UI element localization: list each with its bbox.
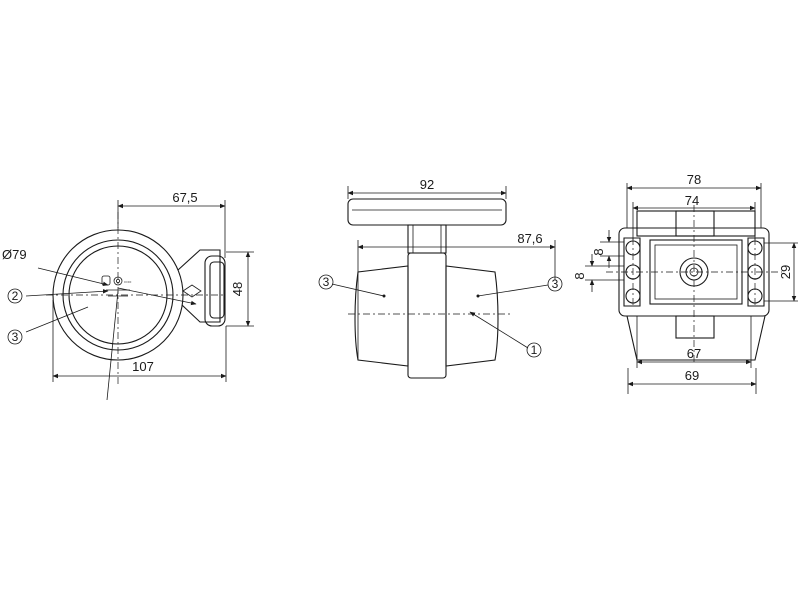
front-leader-2	[25, 289, 109, 297]
front-leader-diameter	[37, 267, 109, 286]
front-dim-107: 107	[132, 359, 154, 374]
rear-dim-29: 29	[778, 265, 793, 279]
rear-right-frame	[747, 237, 765, 307]
front-callout-2: 2	[12, 289, 19, 303]
side-callout-1-circle	[526, 342, 542, 358]
rear-left-frame	[623, 237, 641, 307]
side-leader-1	[469, 311, 529, 349]
front-leader-bracket	[117, 287, 197, 306]
side-stem	[407, 224, 447, 254]
front-marking-text: ▭▭	[124, 279, 132, 284]
side-view: 92 87,6 3 3 1	[318, 177, 563, 379]
side-dim-876: 87,6	[517, 231, 542, 246]
side-dim-92: 92	[420, 177, 434, 192]
rear-top-protrusion	[636, 210, 756, 237]
side-callout-3-right: 3	[552, 277, 559, 291]
rear-dim-74: 74	[685, 193, 699, 208]
side-callout-3-left: 3	[323, 275, 330, 289]
rear-dim-78: 78	[687, 172, 701, 187]
side-callout-1: 1	[531, 343, 538, 357]
side-callout-3-left-circle	[318, 274, 334, 290]
front-bracket	[177, 249, 221, 323]
front-bracket-diamond	[182, 284, 202, 298]
side-leader-3-left	[331, 283, 385, 297]
side-leader-3-right	[477, 284, 549, 297]
front-callout-2-circle	[7, 288, 23, 304]
front-dim-675: 67,5	[172, 190, 197, 205]
side-body-right	[445, 265, 499, 367]
rear-bottom-stem	[675, 315, 715, 339]
front-callout-3: 3	[12, 330, 19, 344]
rear-dim-8a: 8	[591, 248, 606, 255]
side-body-center	[407, 252, 447, 379]
front-leader-3	[25, 306, 89, 333]
front-dim-48: 48	[230, 282, 245, 296]
front-view: ▭▭ 67,5 48 107 Ø79 2	[2, 190, 254, 401]
rear-top-stem	[675, 210, 715, 237]
side-callout-3-right-circle	[547, 276, 563, 292]
side-mount-plate	[347, 198, 507, 226]
side-body-left	[354, 265, 409, 367]
rear-dim-8b: 8	[572, 272, 587, 279]
front-callout-3-circle	[7, 329, 23, 345]
rear-dim-69: 69	[685, 368, 699, 383]
rear-view: 78 74 8 8 29 67 69	[572, 172, 798, 394]
front-bracket-pad	[204, 255, 226, 327]
front-dim-diameter: Ø79	[2, 247, 27, 262]
front-bracket-pad-inner	[209, 261, 225, 319]
rear-dim-67: 67	[687, 346, 701, 361]
front-leader-bottom	[106, 290, 119, 401]
